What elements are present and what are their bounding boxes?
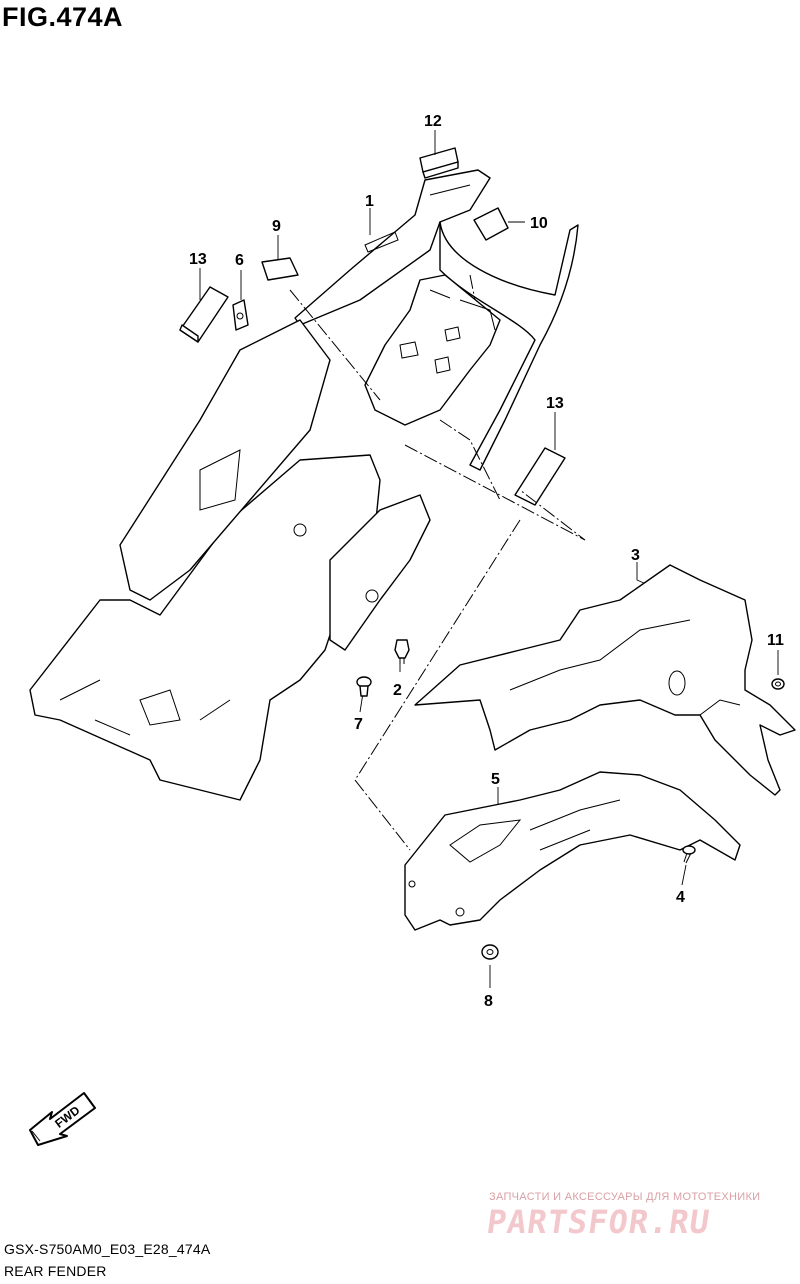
callout-13-right: 13 [546, 395, 564, 412]
callout-2: 2 [393, 682, 402, 699]
part-11-washer[interactable] [771, 678, 785, 690]
diagram-code: GSX-S750AM0_E03_E28_474A [4, 1241, 211, 1257]
part-1-fender-strip[interactable] [294, 169, 579, 471]
callout-7: 7 [354, 716, 363, 733]
part-13-left-pad[interactable] [179, 286, 229, 343]
part-3-rear-fender-cover[interactable] [414, 564, 796, 796]
callout-5: 5 [491, 771, 500, 788]
part-4-screw[interactable] [682, 845, 696, 864]
inner-fender-main [29, 319, 431, 801]
callout-3: 3 [631, 547, 640, 564]
callout-13-left: 13 [189, 251, 207, 268]
callout-1: 1 [365, 193, 374, 210]
assembly-line-1 [289, 274, 476, 401]
seat-bracket-assembly [364, 274, 501, 426]
callout-6: 6 [235, 252, 244, 269]
assembly-line-2 [404, 444, 586, 541]
callout-10: 10 [530, 215, 548, 232]
watermark-tagline: ЗАПЧАСТИ И АКСЕССУАРЫ ДЛЯ МОТОТЕХНИКИ [489, 1191, 761, 1203]
figure-title: FIG.474A [2, 2, 124, 32]
assembly-line-4 [439, 419, 501, 501]
callout-8: 8 [484, 993, 493, 1010]
watermark-logo: PARTSFOR.RU [484, 1203, 713, 1241]
part-2-bolt[interactable] [394, 639, 410, 664]
part-6-clip-nut[interactable] [232, 299, 249, 331]
part-5-license-bracket[interactable] [404, 771, 741, 931]
callout-11: 11 [767, 632, 784, 649]
leader-4 [681, 864, 687, 886]
part-10-pad[interactable] [473, 207, 509, 241]
callout-12: 12 [424, 113, 442, 130]
section-name: REAR FENDER [4, 1263, 107, 1279]
fwd-arrow-icon: FWD [29, 1092, 96, 1146]
part-8-nut[interactable] [481, 944, 499, 960]
part-13-right-pad[interactable] [514, 447, 566, 506]
part-9-pad[interactable] [261, 257, 299, 281]
callout-4: 4 [676, 889, 685, 906]
part-12-pad[interactable] [419, 147, 459, 179]
callout-9: 9 [272, 218, 281, 235]
part-7-rivet[interactable] [356, 676, 372, 697]
